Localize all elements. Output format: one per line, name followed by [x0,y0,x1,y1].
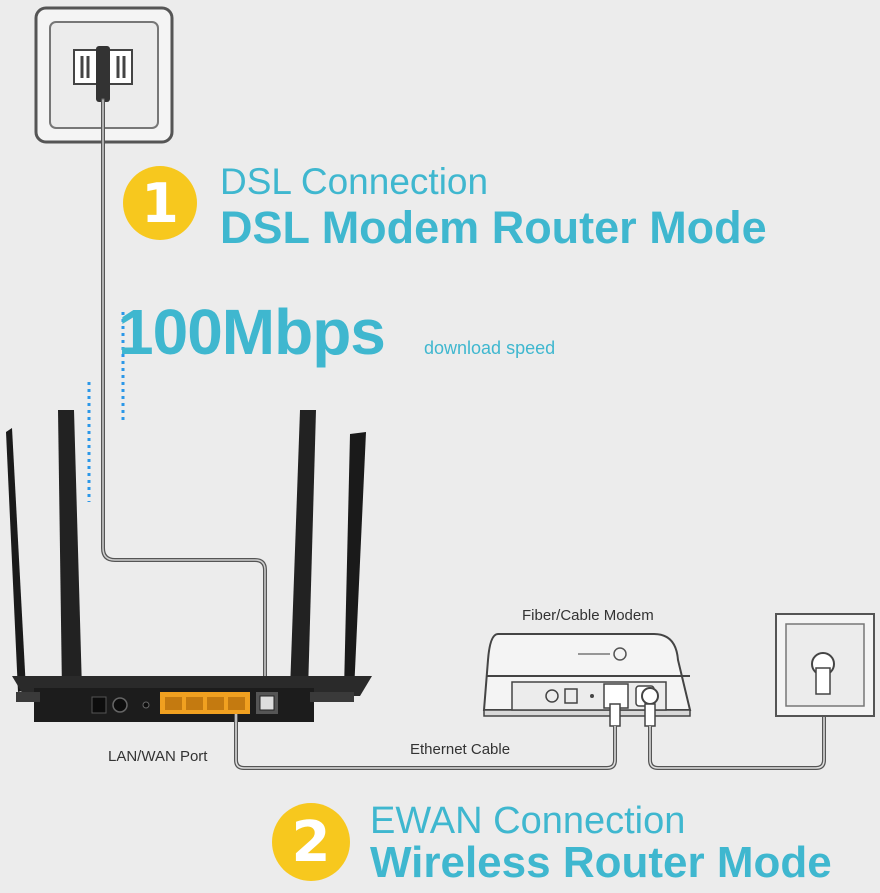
ethernet-cable-label: Ethernet Cable [410,741,511,758]
router [6,410,372,722]
lan-wan-port-label: LAN/WAN Port [108,748,208,765]
dsl-wall-socket [34,6,174,144]
mode-1-badge: 1 [123,166,197,240]
download-speed-value: 100Mbps [118,296,386,368]
dsl-connection-title: DSL Connection [220,161,489,202]
mode-2-badge: 2 [272,803,350,881]
dsl-mode-title: DSL Modem Router Mode [220,202,767,253]
download-speed-label: download speed [424,338,556,358]
ewan-connection-title: EWAN Connection [370,800,686,842]
modem-label: Fiber/Cable Modem [522,607,654,624]
coax-wall-socket [775,613,875,717]
ewan-mode-title: Wireless Router Mode [370,838,832,887]
fiber-cable-modem [482,633,692,727]
